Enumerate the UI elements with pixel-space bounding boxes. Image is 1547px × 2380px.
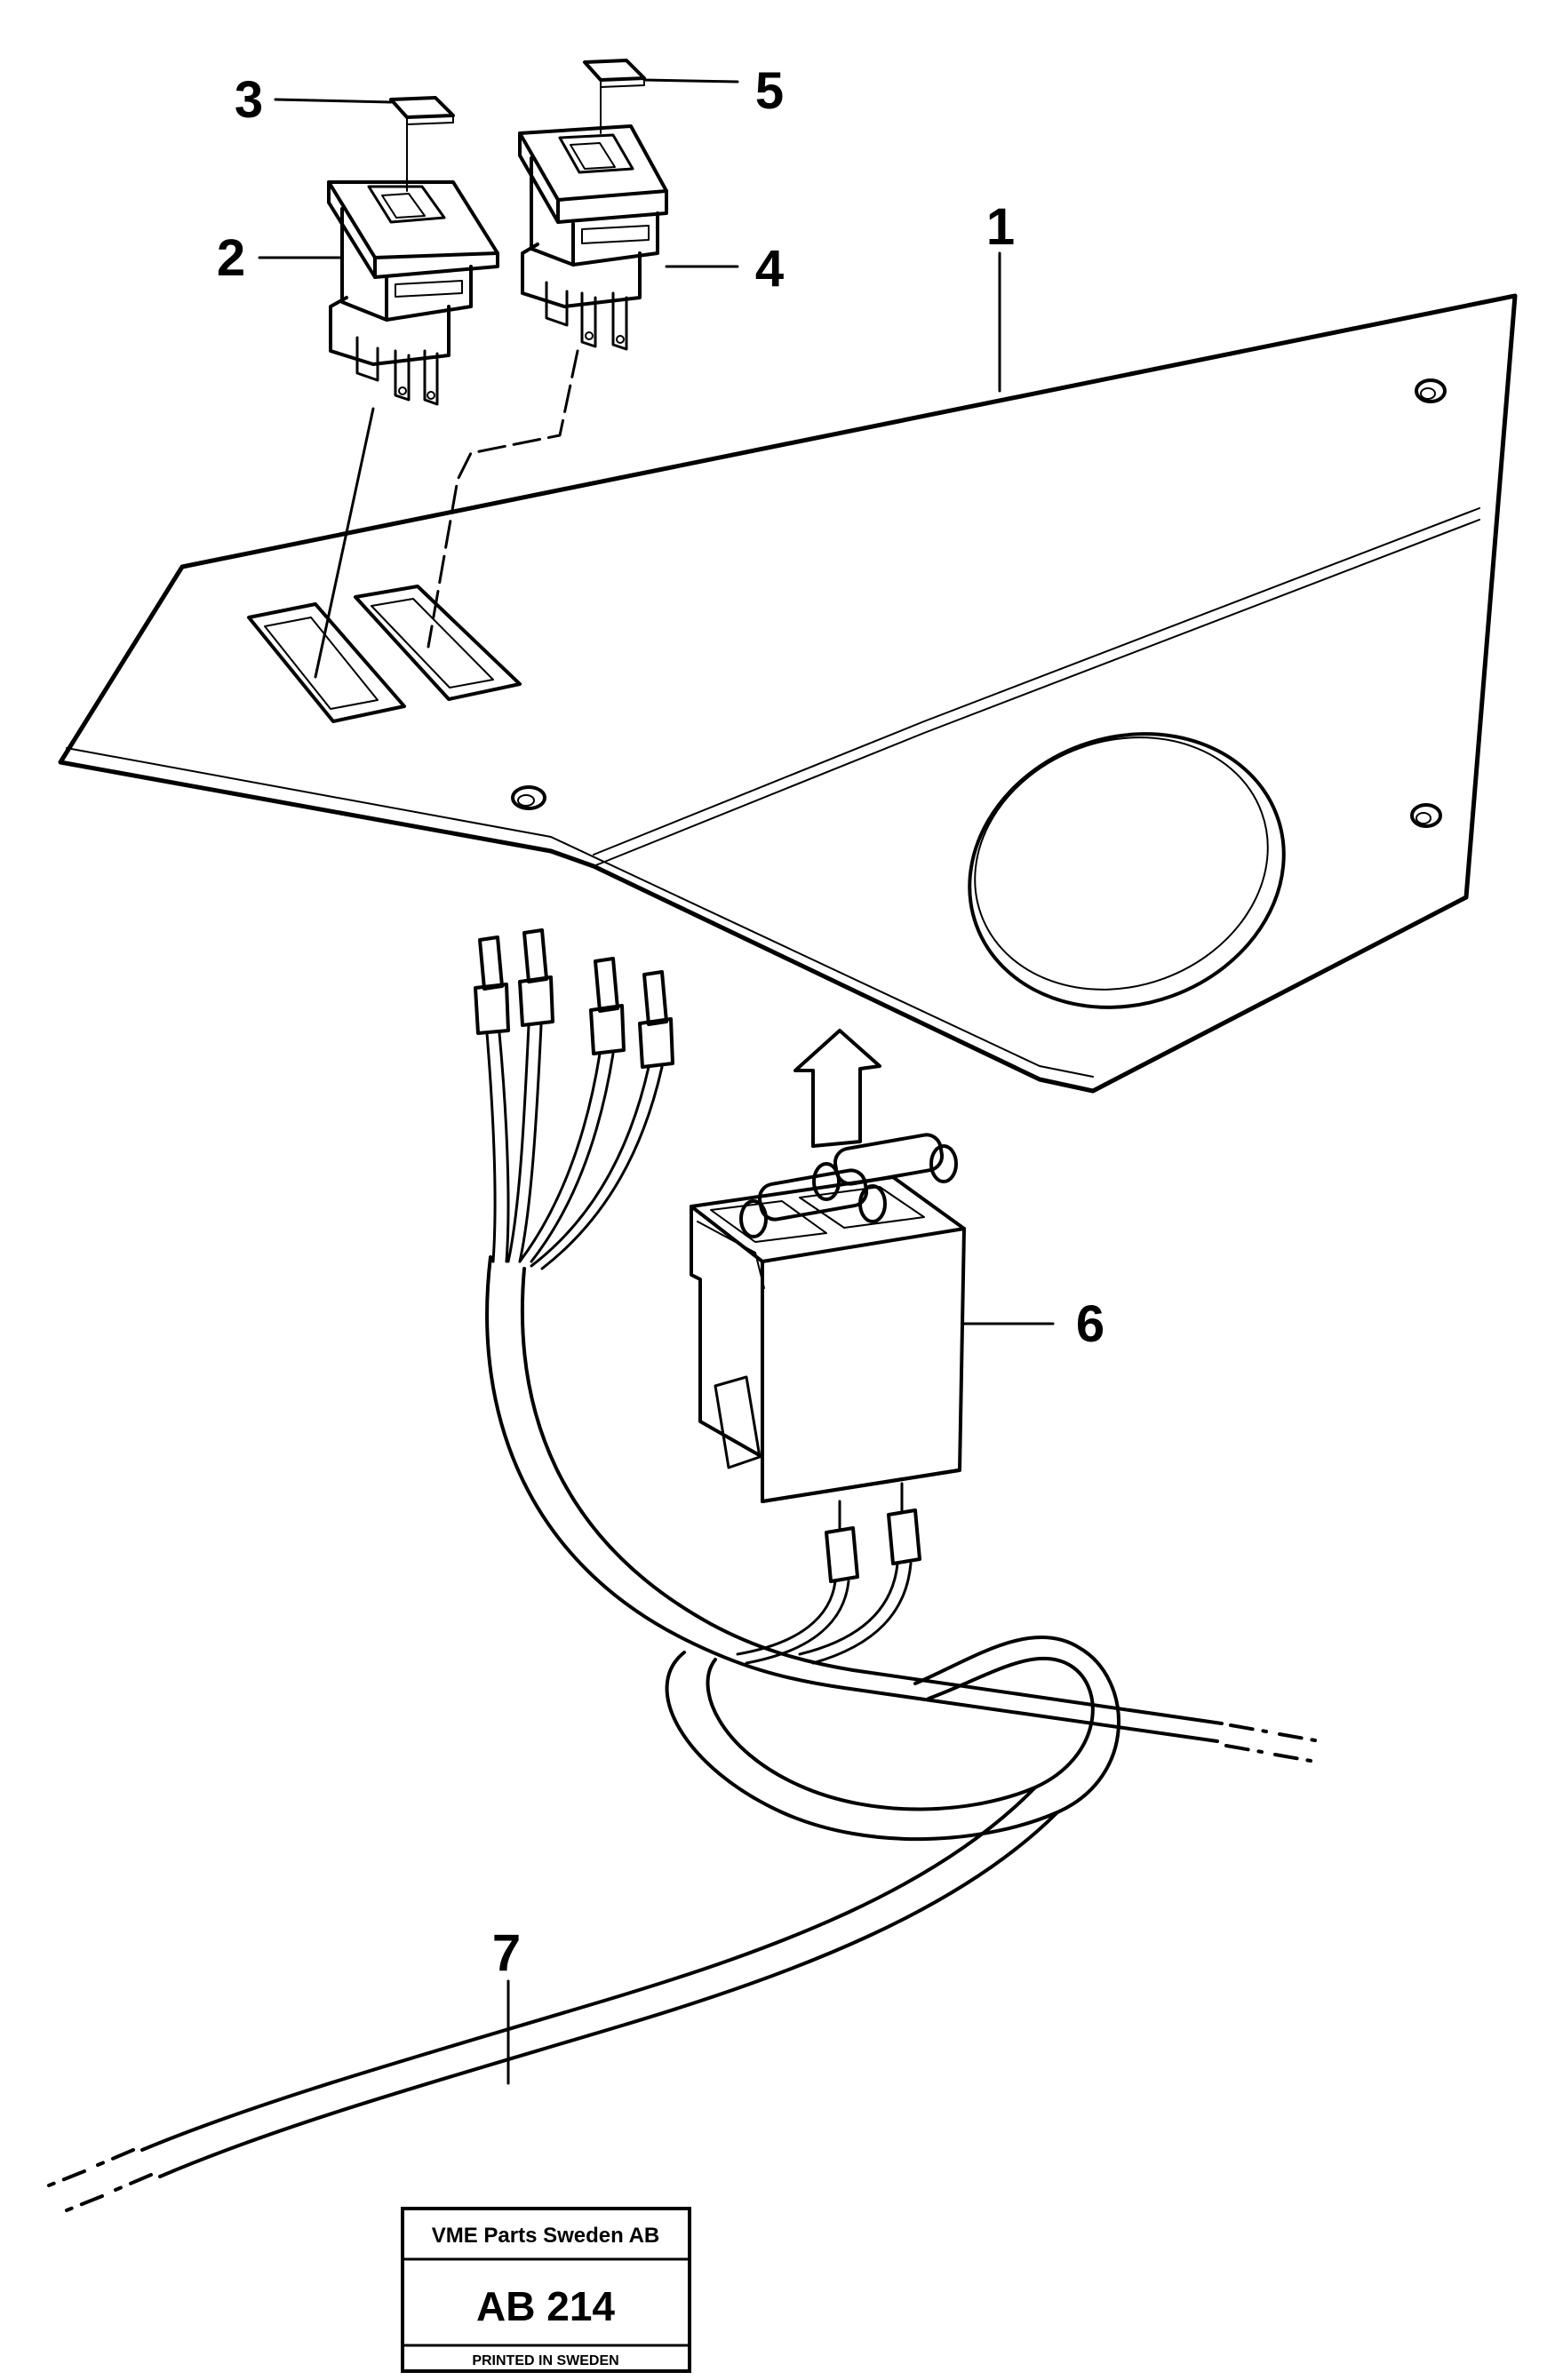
harness-connectors xyxy=(474,928,674,1069)
switch-cap-right xyxy=(583,59,646,88)
switch-cap-left xyxy=(389,96,455,125)
assembly-line-right xyxy=(427,349,579,649)
relay-wires xyxy=(736,1562,913,1665)
callout-5: 5 xyxy=(755,62,784,120)
callout-3: 3 xyxy=(235,71,263,129)
stamp-code: AB 214 xyxy=(476,2283,615,2329)
rocker-switch-right xyxy=(518,124,668,351)
callout-2: 2 xyxy=(217,229,245,287)
switch-cutout-right xyxy=(354,585,522,701)
leader-lines xyxy=(258,78,1055,2085)
main-cable xyxy=(47,1255,1317,2212)
callout-7: 7 xyxy=(492,1924,521,1982)
callout-6: 6 xyxy=(1076,1295,1104,1353)
stamp-printed: PRINTED IN SWEDEN xyxy=(472,2353,618,2368)
relay xyxy=(690,1133,966,1583)
up-arrow-icon xyxy=(793,1029,881,1148)
callout-4: 4 xyxy=(755,240,784,298)
switch-cutout-left xyxy=(247,602,406,723)
dashboard-panel xyxy=(58,293,1518,1094)
assembly-line-left xyxy=(314,407,375,679)
parts-stamp: VME Parts Sweden AB AB 214 PRINTED IN SW… xyxy=(401,2207,691,2373)
rocker-switch-left xyxy=(327,180,499,406)
mounting-holes xyxy=(511,378,1447,828)
callout-1: 1 xyxy=(986,198,1015,256)
harness-wires xyxy=(485,1023,664,1270)
gauge-hole xyxy=(968,732,1286,1009)
stamp-company: VME Parts Sweden AB xyxy=(432,2224,660,2248)
